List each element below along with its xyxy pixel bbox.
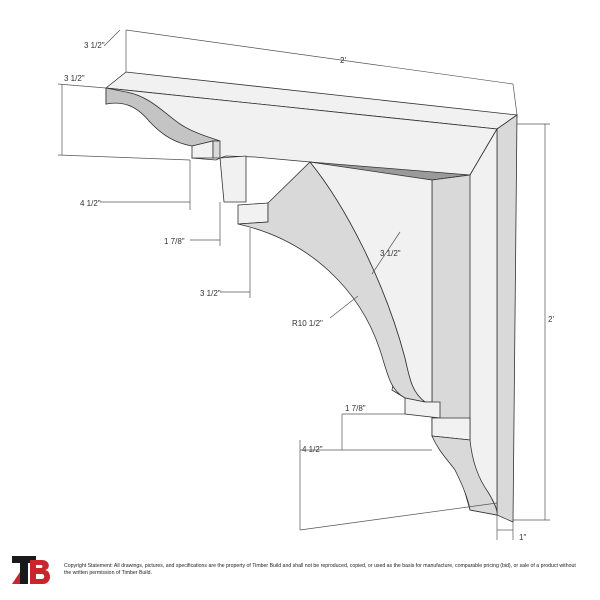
dim-top-step2: 3 1/2" — [200, 289, 221, 298]
dim-radius: R10 1/2" — [292, 319, 323, 328]
top-step-1-side — [212, 140, 221, 159]
timber-build-logo — [12, 556, 51, 584]
footer: Copyright Statement: All drawings, pictu… — [10, 548, 590, 592]
copyright-statement: Copyright Statement: All drawings, pictu… — [64, 563, 576, 576]
bracket-diagram: 3 1/2" 3 1/2" 2' 2' 4 1/2" 1 7/8" 3 1/2"… — [57, 29, 554, 542]
dim-bottom-notch: 1 7/8" — [345, 404, 366, 413]
dim-arc-width: 3 1/2" — [380, 249, 401, 258]
dim-top-step-depth: 4 1/2" — [80, 199, 101, 208]
dim-top-notch: 1 7/8" — [164, 237, 185, 246]
bottom-step-1 — [404, 397, 441, 419]
top-step-2 — [219, 155, 247, 203]
bracket-shape — [104, 71, 519, 523]
vertical-arm-side-face — [431, 174, 471, 441]
dim-bottom-step-depth: 4 1/2" — [302, 445, 323, 454]
arc-brace-edge — [309, 161, 433, 403]
dim-top-end-height: 3 1/2" — [64, 74, 85, 83]
dim-top-length: 2' — [340, 56, 346, 65]
top-step-3 — [237, 202, 269, 225]
dim-bottom-thickness: 1" — [519, 533, 526, 542]
top-arm-end-face — [496, 114, 518, 523]
dim-side-length: 2' — [548, 315, 554, 324]
dim-top-thickness: 3 1/2" — [84, 41, 105, 50]
dimension-lines — [57, 29, 550, 540]
